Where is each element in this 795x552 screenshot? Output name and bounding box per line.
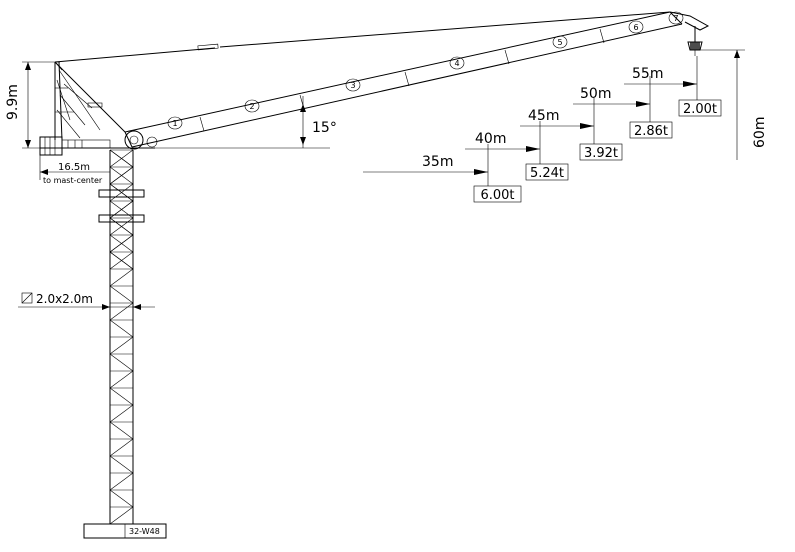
mast-base-label: 32-W48 xyxy=(129,527,160,536)
hook-height-label: 60m xyxy=(752,117,768,148)
jib-segment-number: 4 xyxy=(454,59,459,68)
load-capacity: 5.24t xyxy=(530,166,564,181)
load-radius: 55m xyxy=(632,66,663,82)
dim-jib-angle: 15° xyxy=(155,96,337,149)
mast-base: 32-W48 xyxy=(83,523,167,539)
jib-segment-marker: 6 xyxy=(628,20,644,34)
jib-segment-number: 3 xyxy=(350,81,355,90)
load-radius: 50m xyxy=(580,86,611,102)
tower-mast xyxy=(98,149,145,525)
top-height-label: 9.9m xyxy=(5,84,21,120)
load-capacity: 6.00t xyxy=(480,188,514,203)
jib: 1 2 3 4 5 6 7 xyxy=(124,11,710,148)
mast-section-label: 2.0x2.0m xyxy=(36,292,93,306)
jib-segment-number: 2 xyxy=(249,102,254,111)
load-radius: 45m xyxy=(528,108,559,124)
load-point: 50m 2.86t xyxy=(573,76,673,139)
jib-segment-number: 6 xyxy=(633,23,638,32)
jib-segment-number: 1 xyxy=(172,119,177,128)
load-capacity: 2.86t xyxy=(634,124,668,139)
load-radius: 40m xyxy=(475,131,506,147)
load-capacity: 2.00t xyxy=(683,102,717,117)
mast-lattice xyxy=(109,149,134,525)
load-chart: 35m 6.00t 40m 5.24t 45m 3.92t 50m 2.86t 55m 2.00t xyxy=(363,56,722,203)
counter-jib xyxy=(39,130,158,156)
load-point: 35m 6.00t xyxy=(363,144,522,203)
dim-counter-jib: 16.5m to mast-center xyxy=(39,155,110,185)
load-capacity: 3.92t xyxy=(584,146,618,161)
counter-jib-length-label: 16.5m xyxy=(58,162,90,173)
load-point: 40m 5.24t xyxy=(465,121,569,181)
load-radius: 35m xyxy=(422,154,453,170)
jib-segment-marker: 3 xyxy=(345,78,361,92)
dim-mast-section: 2.0x2.0m xyxy=(18,292,155,310)
dim-hook-height: 60m xyxy=(700,49,768,160)
jib-segment-number: 7 xyxy=(673,14,678,23)
dim-top-height: 9.9m xyxy=(5,61,60,149)
jib-segment-number: 5 xyxy=(557,38,562,47)
jib-angle-label: 15° xyxy=(312,120,337,136)
jib-segment-marker: 4 xyxy=(449,56,465,70)
tower-top xyxy=(54,61,126,141)
jib-tie xyxy=(54,11,671,71)
load-point: 55m 2.00t xyxy=(624,56,722,117)
jib-segment-marker: 1 xyxy=(167,116,183,130)
jib-segment-marker: 2 xyxy=(244,99,260,113)
jib-segment-marker: 7 xyxy=(668,11,684,25)
jib-segment-markers: 1 2 3 4 5 6 7 xyxy=(167,11,684,130)
counter-jib-note: to mast-center xyxy=(43,176,103,185)
load-point: 45m 3.92t xyxy=(520,98,623,161)
jib-segment-marker: 5 xyxy=(552,35,568,49)
